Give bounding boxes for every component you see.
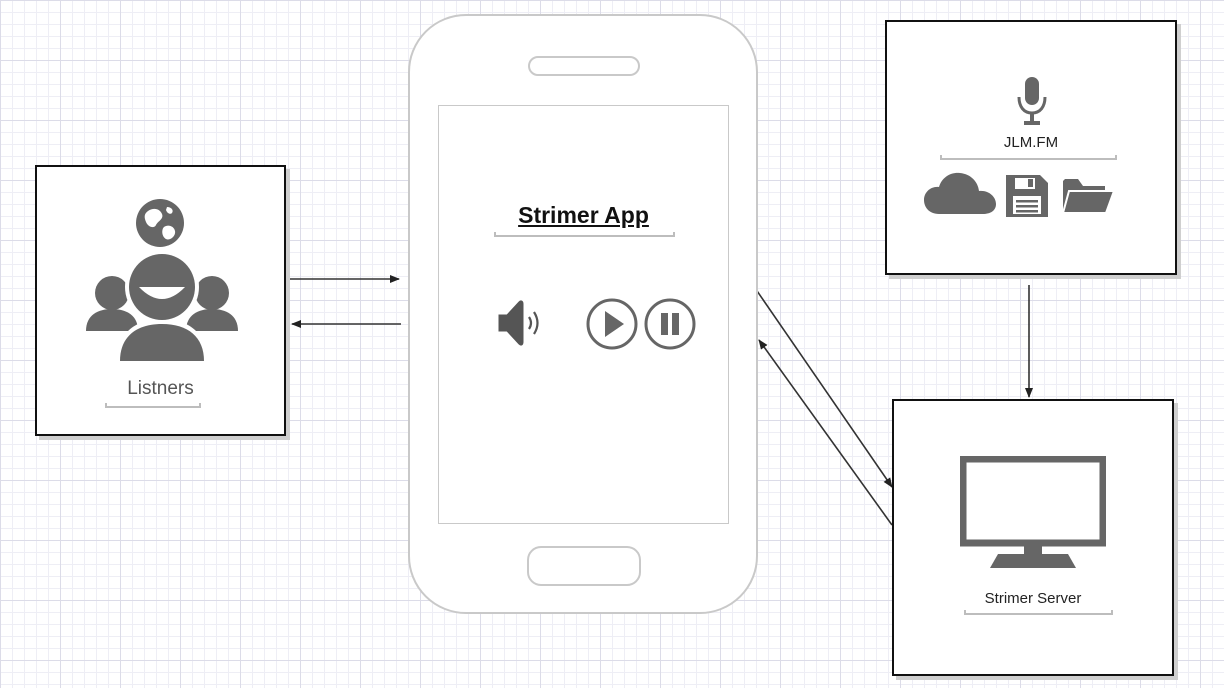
cloud-icon (924, 172, 996, 214)
listeners-label: Listners (127, 378, 194, 399)
source-label: JLM.FM (1003, 134, 1059, 151)
pause-icon[interactable] (644, 298, 696, 350)
volume-icon (498, 300, 539, 346)
listeners-box: Listners (35, 165, 286, 436)
source-box: JLM.FM (885, 20, 1177, 275)
globe-icon (136, 199, 184, 247)
folder-icon (1061, 179, 1115, 214)
listeners-label-underline (105, 403, 201, 408)
phone-screen: Strimer App (438, 105, 729, 524)
play-icon[interactable] (586, 298, 638, 350)
phone-speaker (528, 56, 640, 76)
people-group-icon (86, 250, 238, 363)
phone-device: Strimer App (408, 14, 758, 614)
server-label: Strimer Server (984, 590, 1082, 607)
microphone-icon (1017, 77, 1047, 125)
monitor-icon (960, 456, 1106, 568)
app-title-underline (494, 232, 675, 237)
source-label-underline (940, 155, 1117, 160)
server-box: Strimer Server (892, 399, 1174, 676)
phone-home-button (527, 546, 641, 586)
arrow-app-to-server (754, 287, 893, 488)
arrow-server-to-app (758, 339, 893, 526)
server-label-underline (964, 610, 1113, 615)
app-title: Strimer App (518, 202, 649, 228)
floppy-disk-icon (1006, 175, 1048, 217)
